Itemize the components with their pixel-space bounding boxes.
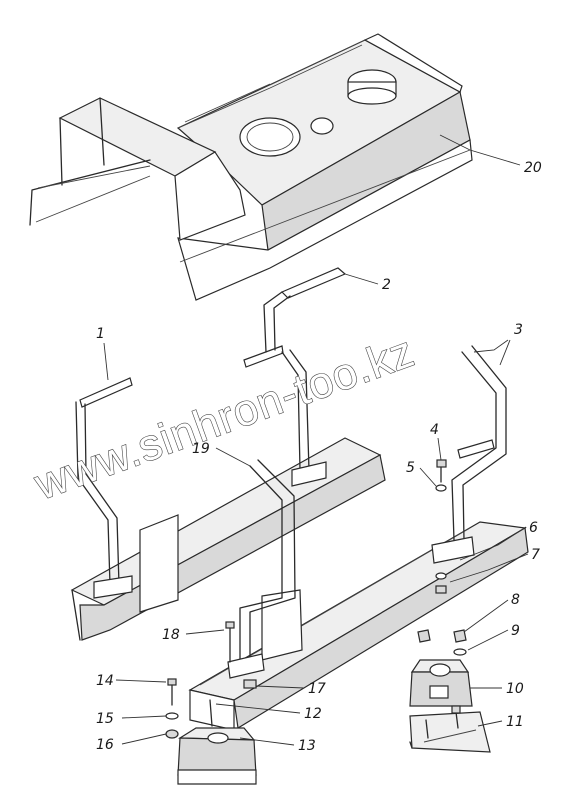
callout-8: 8 xyxy=(511,592,520,608)
bracket-part-2 xyxy=(243,267,347,487)
callout-7: 7 xyxy=(531,547,540,563)
callout-18: 18 xyxy=(162,627,180,643)
callout-5: 5 xyxy=(406,460,415,476)
callout-6: 6 xyxy=(529,520,538,536)
callout-10: 10 xyxy=(506,681,524,697)
callout-14: 14 xyxy=(96,673,114,689)
callout-19: 19 xyxy=(192,441,210,457)
callout-labels: 20 2 1 3 4 5 6 7 8 9 10 11 12 13 14 15 1… xyxy=(96,160,542,754)
bracket-part-1 xyxy=(75,377,133,599)
bracket-part-3 xyxy=(431,345,507,564)
lower-mount-part-13 xyxy=(177,727,257,785)
callout-15: 15 xyxy=(96,711,114,727)
callout-12: 12 xyxy=(304,706,322,722)
callout-17: 17 xyxy=(308,681,326,697)
bracket-part-19 xyxy=(227,459,296,679)
rubber-mount-part-10 xyxy=(409,659,473,707)
callout-20: 20 xyxy=(524,160,542,176)
callout-9: 9 xyxy=(511,623,520,639)
fastener-stack-right xyxy=(417,459,467,656)
callout-2: 2 xyxy=(382,277,391,293)
callout-16: 16 xyxy=(96,737,114,753)
callout-1: 1 xyxy=(96,326,105,342)
fastener-stack-left xyxy=(165,621,257,739)
cover-panel-part-20 xyxy=(29,33,473,301)
callout-13: 13 xyxy=(298,738,316,754)
leader-lines xyxy=(103,134,529,746)
base-plate-part-11 xyxy=(409,705,491,753)
callout-11: 11 xyxy=(506,714,524,730)
callout-3: 3 xyxy=(514,322,523,338)
callout-4: 4 xyxy=(430,422,439,438)
